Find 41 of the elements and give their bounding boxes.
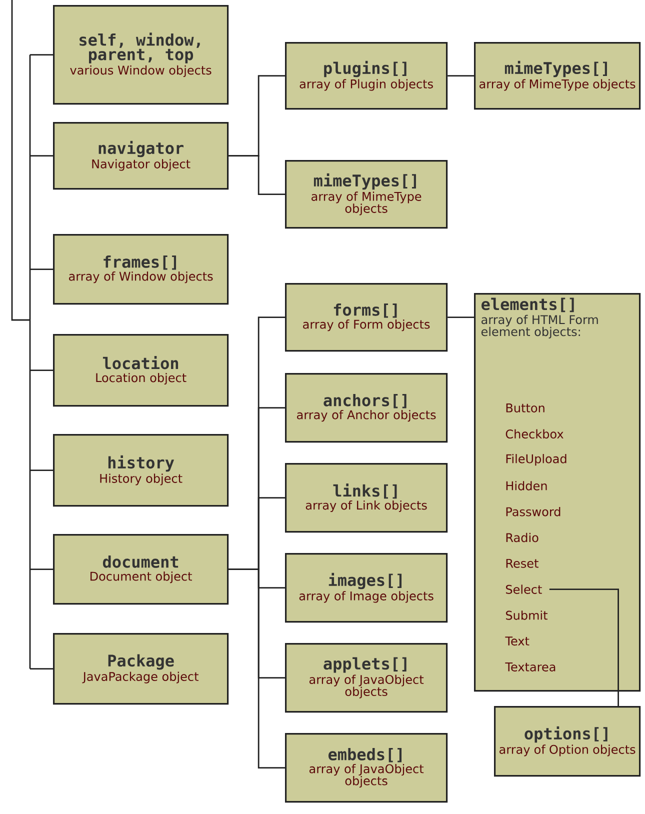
list-item: Checkbox	[506, 429, 564, 439]
list-item: Select	[506, 584, 542, 594]
connector-line	[448, 316, 474, 318]
list-item: Text	[505, 636, 530, 646]
object-box: history History object	[53, 434, 229, 507]
connector-line	[549, 588, 619, 706]
object-box: navigator Navigator object	[53, 122, 229, 190]
object-box: options[] array of Option objects	[494, 706, 641, 777]
connector-line	[30, 268, 53, 270]
connector-line	[30, 568, 53, 570]
list-item: Radio	[506, 532, 538, 542]
object-box: anchors[] array of Anchor objects	[285, 373, 448, 443]
object-box: forms[] array of Form objects	[285, 283, 448, 352]
list-item: FileUpload	[506, 454, 566, 466]
connector-line	[30, 370, 53, 371]
object-box: embeds[] array of JavaObject objects	[285, 733, 448, 803]
object-box: plugins[] array of Plugin objects	[285, 42, 448, 110]
object-box: self, window, parent, top various Window objects	[53, 5, 229, 105]
connector-line	[11, 0, 31, 669]
object-box: links[] array of Link objects	[285, 463, 448, 533]
object-box: location Location object	[53, 334, 229, 407]
list-item: Hidden	[506, 481, 547, 490]
connector-line	[30, 668, 53, 670]
list-item: Textarea	[505, 662, 556, 672]
list-item: Submit	[506, 610, 548, 620]
connector-line	[30, 155, 53, 156]
list-item: Button	[506, 404, 544, 412]
object-box: document Document object	[53, 534, 229, 605]
connector-line	[228, 155, 285, 195]
object-box: frames[] array of Window objects	[53, 234, 229, 305]
connector-line	[30, 470, 53, 471]
object-box: mimeTypes[] array of MimeType objects	[474, 42, 641, 110]
object-box: images[] array of Image objects	[285, 553, 448, 623]
connector-line	[228, 568, 285, 768]
object-box: Package JavaPackage object	[53, 633, 229, 705]
object-box: applets[] array of JavaObject objects	[285, 643, 448, 713]
list-item: Reset	[506, 558, 538, 568]
connector-line	[448, 75, 474, 76]
list-item: Password	[506, 506, 560, 516]
connector-line	[30, 54, 53, 56]
object-box: mimeTypes[] array of MimeType objects	[285, 160, 448, 229]
